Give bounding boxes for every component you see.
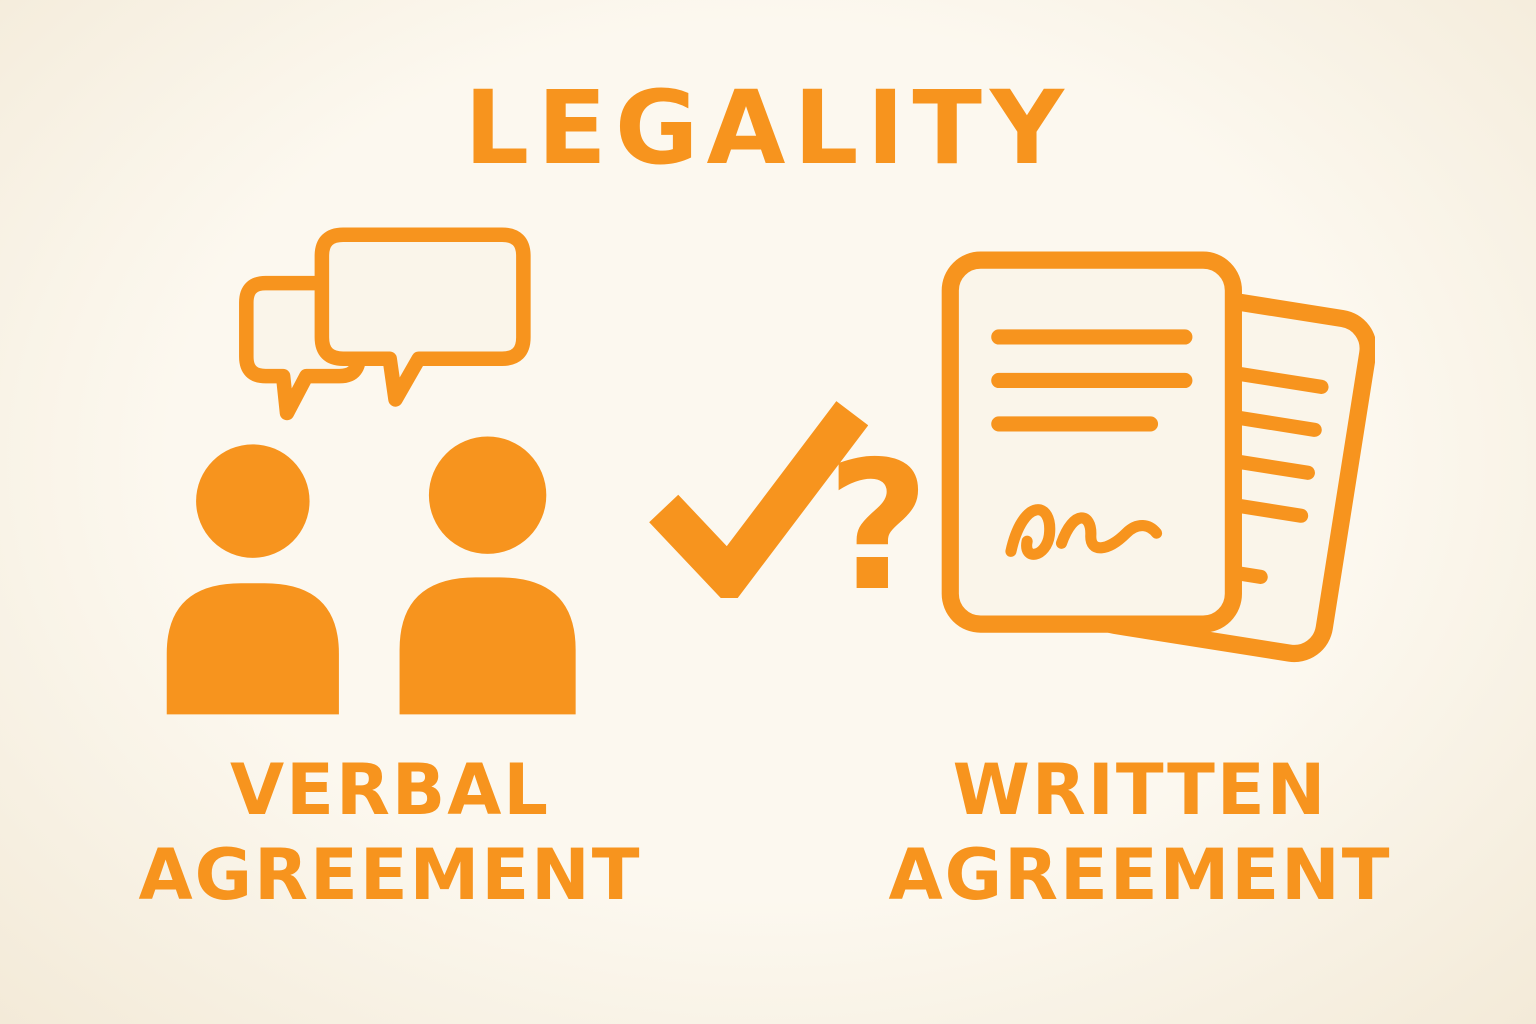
speech-bubbles-icon <box>239 227 531 421</box>
written-label-line2: AGREEMENT <box>888 834 1392 917</box>
question-mark-icon: ? <box>826 423 930 630</box>
documents-signature-icon <box>941 251 1375 663</box>
page-title: LEGALITY <box>464 69 1072 188</box>
verbal-label-line1: VERBAL <box>229 749 551 831</box>
verbal-agreement-label: VERBAL AGREEMENT <box>110 748 670 919</box>
written-label-line1: WRITTEN <box>952 749 1328 831</box>
checkmark-icon <box>649 401 868 598</box>
person-right-icon <box>399 436 576 715</box>
front-document-icon <box>941 251 1242 633</box>
two-people-icon <box>166 436 576 715</box>
person-left-icon <box>166 444 339 715</box>
signature-squiggle <box>1005 504 1163 560</box>
written-agreement-label: WRITTEN AGREEMENT <box>840 748 1440 919</box>
verbal-label-line2: AGREEMENT <box>138 834 642 917</box>
